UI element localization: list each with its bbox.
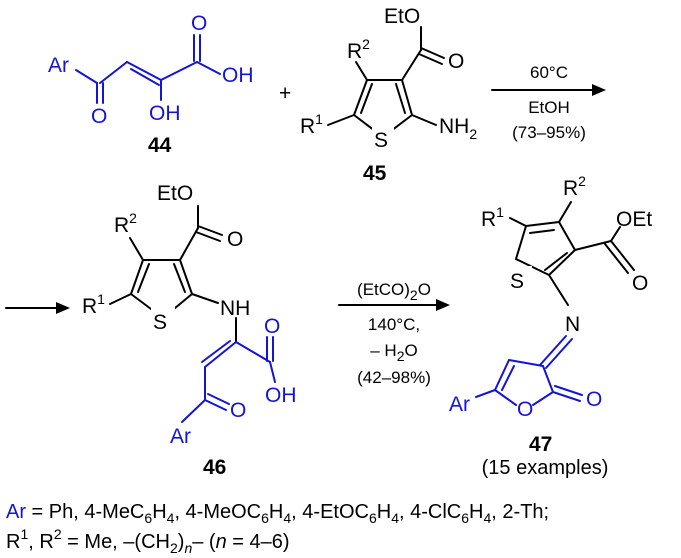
aryl-group-label: Ar [449, 393, 470, 416]
acid-hydroxyl: OH [265, 384, 297, 407]
r2-label: R2 [563, 173, 586, 200]
ester-carbonyl-oxygen: O [227, 228, 243, 251]
legend-line-r-groups: R1, R2 = Me, –(CH2)n– (n = 4–6) [6, 526, 290, 556]
acid-carbonyl-oxygen: O [191, 12, 207, 35]
acid-carbonyl-oxygen: O [264, 315, 280, 338]
substituent-legend: Ar = Ph, 4-MeC6H4, 4-MeOC6H4, 4-EtOC6H4,… [6, 501, 549, 556]
enol-hydroxyl: OH [149, 102, 181, 125]
arrowhead [436, 299, 450, 311]
step-1-yield: (73–95%) [512, 123, 586, 142]
lead-in-arrow [5, 302, 70, 314]
imine-nitrogen: N [565, 313, 580, 336]
acid-hydroxyl: OH [222, 64, 254, 87]
lactone-carbonyl-oxygen: O [586, 388, 602, 411]
r2-label: R2 [114, 210, 137, 237]
arrowhead [592, 84, 606, 96]
step-2-reagent: (EtCO)2O [357, 280, 431, 303]
r1-label: R1 [481, 204, 504, 231]
compound-47: R2 S R1 OEt O N O O Ar 47 (15 examples) [449, 173, 652, 479]
step-1-arrow: 60°C EtOH (73–95%) [491, 63, 606, 142]
compound-number-47: 47 [529, 433, 552, 456]
compound-number-45: 45 [363, 162, 387, 185]
step-1-temperature: 60°C [530, 63, 568, 82]
step-1-solvent: EtOH [528, 98, 570, 117]
compound-45: R2 S R1 NH2 EtO O 45 [300, 5, 477, 185]
step-2-water-loss: – H2O [370, 341, 418, 364]
r1-label: R1 [82, 291, 105, 318]
compound-number-44: 44 [148, 134, 172, 157]
aryl-group-label: Ar [48, 54, 69, 77]
compound-46: R2 S R1 EtO O NH O Ar O OH 46 [82, 182, 297, 479]
step-2-yield: (42–98%) [357, 368, 431, 387]
thiophene-sulfur: S [153, 311, 167, 334]
aryl-group-label: Ar [170, 425, 191, 448]
ester-ethoxy: OEt [616, 208, 652, 231]
ester-ethoxy: EtO [384, 5, 420, 28]
plus-sign: + [279, 82, 291, 105]
ester-carbonyl-oxygen: O [632, 272, 648, 295]
legend-line-aryl: Ar = Ph, 4-MeC6H4, 4-MeOC6H4, 4-EtOC6H4,… [6, 501, 549, 526]
ester-ethoxy: EtO [157, 182, 193, 205]
ketone-oxygen: O [230, 399, 246, 422]
step-2-temperature: 140°C, [368, 315, 420, 334]
ester-carbonyl-oxygen: O [448, 50, 464, 73]
thiophene-sulfur: S [374, 129, 388, 152]
r2-label: R2 [347, 36, 370, 63]
compound-number-46: 46 [203, 456, 226, 479]
lactone-ring-oxygen: O [517, 398, 533, 421]
secondary-amine: NH [220, 297, 250, 320]
ketone-oxygen: O [91, 105, 107, 128]
r1-label: R1 [300, 111, 323, 138]
compound-44: Ar O OH O OH 44 [48, 12, 254, 157]
amino-group: NH2 [439, 115, 477, 142]
thiophene-sulfur: S [510, 270, 524, 293]
step-2-arrow: (EtCO)2O 140°C, – H2O (42–98%) [338, 280, 450, 387]
examples-count: (15 examples) [482, 457, 609, 479]
